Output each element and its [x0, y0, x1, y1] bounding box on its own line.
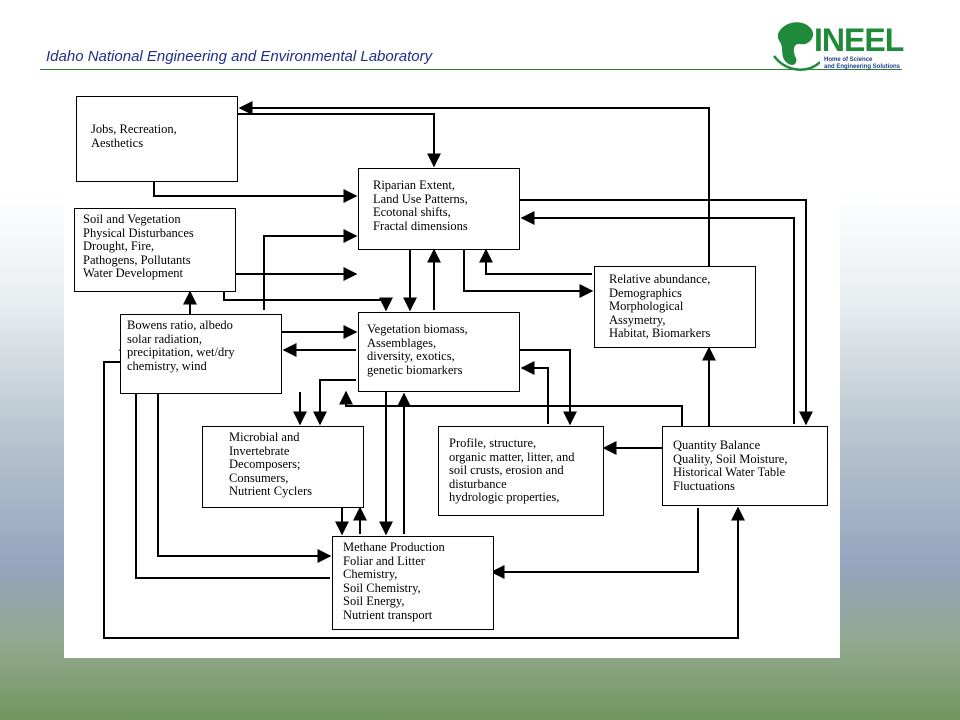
connector-arrow	[520, 199, 813, 426]
connector-arrow	[479, 248, 592, 275]
node-text: Microbial and	[229, 430, 300, 444]
node-text: Consumers,	[229, 470, 289, 485]
node-text: diversity, exotics,	[367, 349, 455, 363]
ineel-logo: INEEL Home of Science and Engineering So…	[772, 16, 920, 76]
node-text: Jobs, Recreation,	[91, 122, 177, 136]
node-text: Soil Energy,	[343, 594, 405, 608]
connector-arrow	[339, 390, 683, 426]
node-text: Chemistry,	[343, 567, 398, 581]
node-text: Land Use Patterns,	[373, 191, 468, 206]
node-text: Vegetation biomass,	[367, 322, 468, 336]
node-quantity-balance: Quantity Balance Quality, Soil Moisture,…	[662, 426, 828, 506]
node-jobs: Jobs, Recreation, Aesthetics	[76, 96, 238, 182]
node-text: Quality, Soil Moisture,	[673, 451, 788, 466]
connector-arrow	[153, 182, 358, 203]
node-text: Pathogens, Pollutants	[83, 252, 191, 267]
connector-arrow	[103, 361, 745, 639]
node-text: Quantity Balance	[673, 438, 761, 452]
node-text: soil crusts, erosion and	[449, 463, 564, 477]
node-text: Assymetry,	[609, 312, 666, 327]
node-text: hydrologic properties,	[449, 490, 560, 504]
node-text: Nutrient Cyclers	[229, 484, 312, 498]
node-text: Nutrient transport	[343, 607, 433, 622]
node-text: Decomposers;	[229, 457, 301, 471]
connector-arrow	[157, 392, 332, 563]
connector-arrow	[223, 292, 393, 312]
node-text: precipitation, wet/dry	[127, 345, 235, 359]
node-text: Fluctuations	[673, 478, 735, 493]
node-text: Fractal dimensions	[373, 218, 468, 233]
node-soil-vegetation: Soil and Vegetation Physical Disturbance…	[74, 208, 236, 292]
node-vegetation-biomass: Vegetation biomass, Assemblages, diversi…	[358, 312, 520, 392]
node-text: Drought, Fire,	[83, 239, 155, 253]
node-profile-structure: Profile, structure, organic matter, litt…	[438, 426, 604, 516]
globe-icon	[773, 22, 821, 71]
node-text: Foliar and Litter	[343, 553, 425, 568]
node-methane-production: Methane Production Foliar and Litter Che…	[332, 536, 494, 630]
node-text: Methane Production	[343, 540, 445, 554]
connector-arrow	[313, 379, 356, 426]
node-text: chemistry, wind	[127, 358, 207, 373]
connector-arrow	[520, 349, 577, 426]
node-text: Habitat, Biomarkers	[609, 326, 711, 340]
node-text: solar radiation,	[127, 331, 202, 346]
node-text: organic matter, litter, and	[449, 449, 575, 464]
node-text: Aesthetics	[91, 135, 144, 150]
connector-arrow	[463, 248, 594, 298]
node-text: Physical Disturbances	[83, 225, 194, 240]
page-title: Idaho National Engineering and Environme…	[46, 48, 433, 65]
node-riparian: Riparian Extent, Land Use Patterns, Ecot…	[358, 168, 520, 250]
node-text: disturbance	[449, 476, 507, 491]
node-microbial: Microbial and Invertebrate Decomposers; …	[202, 426, 364, 508]
node-text: Water Development	[83, 266, 183, 280]
logo-wordmark: INEEL	[814, 22, 904, 58]
logo-tagline: Home of Science	[824, 57, 873, 63]
node-bowens-ratio: Bowens ratio, albedo solar radiation, pr…	[120, 314, 282, 394]
connector-arrow	[238, 101, 710, 266]
connector-arrow	[520, 211, 795, 424]
node-text: Soil Chemistry,	[343, 580, 421, 595]
node-relative-abundance: Relative abundance, Demographics Morphol…	[594, 266, 756, 348]
connector-arrow	[236, 113, 441, 168]
connector-arrow	[520, 361, 549, 424]
flow-diagram: Jobs, Recreation, Aesthetics Riparian Ex…	[64, 86, 840, 658]
logo-tagline: and Engineering Solutions	[824, 64, 901, 70]
node-text: Demographics	[609, 285, 682, 300]
node-text: Soil and Vegetation	[83, 212, 181, 226]
node-text: Ecotonal shifts,	[373, 205, 451, 219]
node-text: Invertebrate	[229, 443, 290, 458]
header-divider	[40, 69, 902, 70]
node-text: Riparian Extent,	[373, 178, 455, 192]
node-text: Assemblages,	[367, 335, 437, 350]
node-text: Relative abundance,	[609, 272, 711, 286]
node-text: Historical Water Table	[673, 465, 786, 479]
node-text: Bowens ratio, albedo	[127, 318, 233, 332]
node-text: genetic biomarkers	[367, 362, 463, 377]
connector-arrow	[263, 229, 358, 310]
node-text: Profile, structure,	[449, 436, 537, 450]
node-text: Morphological	[609, 299, 684, 313]
connector-arrow	[490, 508, 699, 579]
